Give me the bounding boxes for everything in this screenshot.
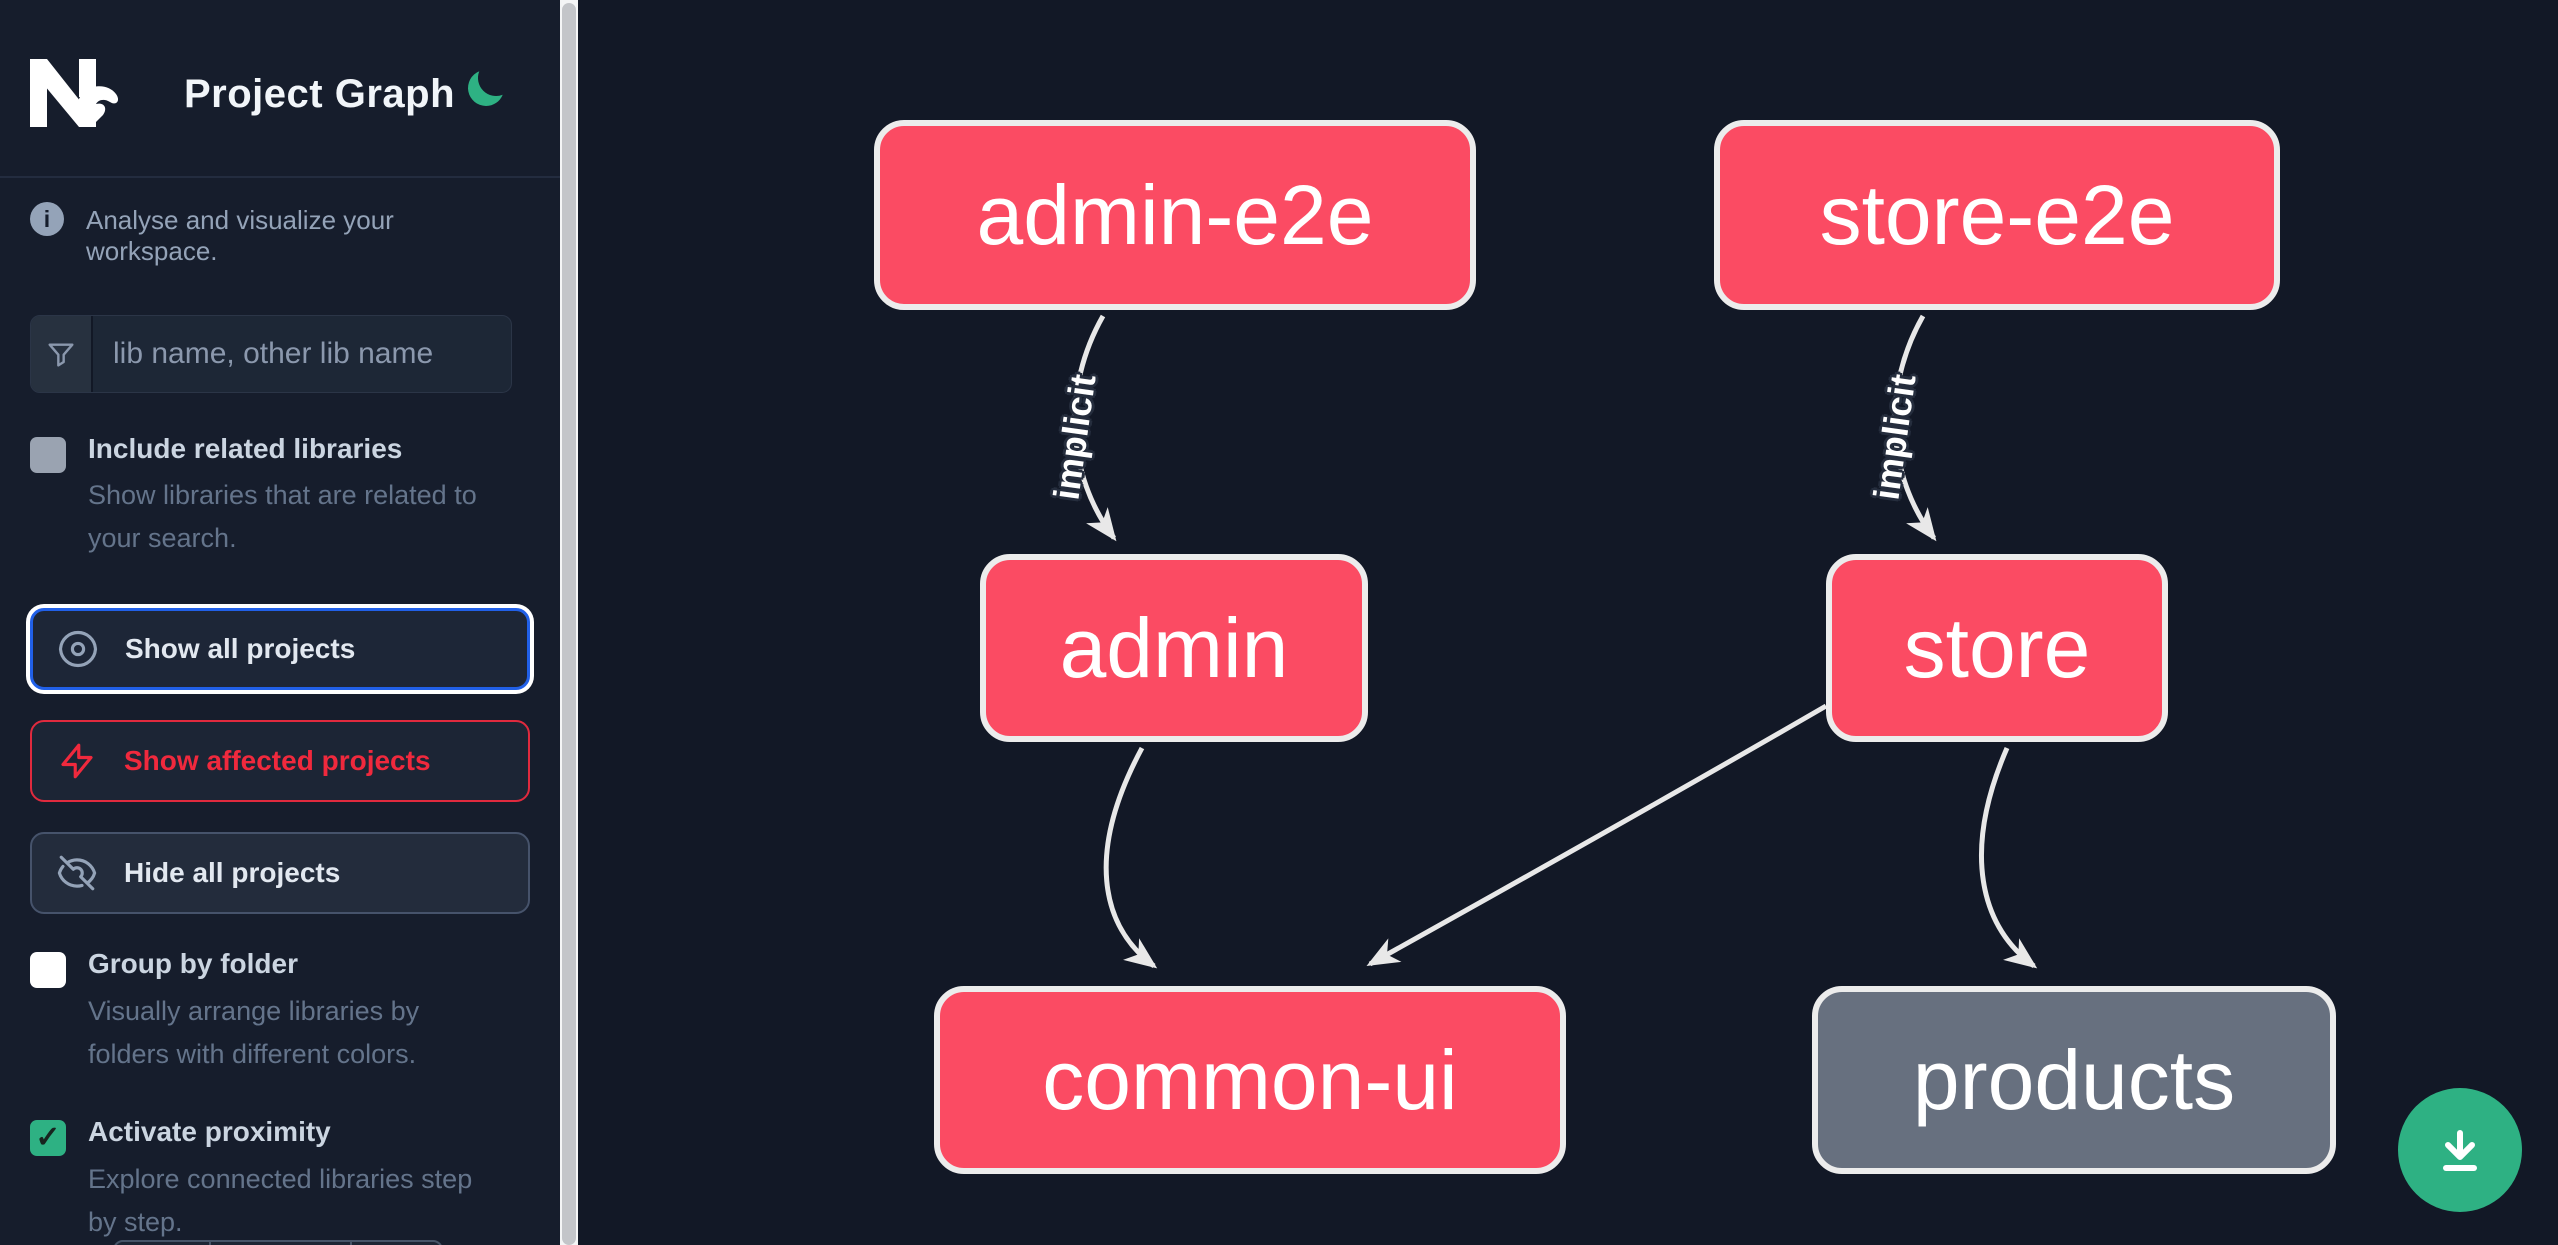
download-icon <box>2443 1130 2477 1171</box>
group-by-folder-label[interactable]: Group by folder <box>88 948 298 979</box>
include-related-label[interactable]: Include related libraries <box>88 433 403 464</box>
activate-proximity-label[interactable]: Activate proximity <box>88 1116 331 1147</box>
group-by-folder-desc-line2: folders with different colors. <box>88 1039 417 1069</box>
group-by-folder-checkbox[interactable] <box>30 952 66 988</box>
filter-icon-segment <box>31 316 93 392</box>
group-by-folder-desc-line1: Visually arrange libraries by <box>88 996 420 1026</box>
sidebar-scrollbar-thumb[interactable] <box>562 3 576 1245</box>
stepper-value <box>211 1242 352 1245</box>
activate-proximity-description: Explore connected libraries step by step… <box>88 1158 472 1244</box>
graph-node-admin[interactable]: admin <box>980 554 1368 742</box>
download-graph-button[interactable] <box>2398 1088 2522 1212</box>
sidebar: Project Graph i Analyse and visualize yo… <box>0 0 560 1245</box>
include-related-desc-line1: Show libraries that are related to <box>88 480 477 510</box>
workspace-tagline: Analyse and visualize your workspace. <box>86 205 394 266</box>
dark-mode-moon-icon[interactable] <box>462 64 510 112</box>
activate-proximity-desc-line2: by step. <box>88 1207 183 1237</box>
include-related-checkbox[interactable] <box>30 437 66 473</box>
stepper-decrement[interactable] <box>115 1242 211 1245</box>
show-affected-projects-button[interactable]: Show affected projects <box>30 720 530 802</box>
funnel-icon <box>48 343 74 367</box>
graph-node-store[interactable]: store <box>1826 554 2168 742</box>
activate-proximity-checkbox[interactable]: ✓ <box>30 1120 66 1156</box>
show-affected-projects-label: Show affected projects <box>124 745 431 776</box>
filter-input[interactable] <box>93 316 511 392</box>
activate-proximity-desc-line1: Explore connected libraries step <box>88 1164 473 1194</box>
graph-node-common-ui[interactable]: common-ui <box>934 986 1566 1174</box>
graph-node-store-e2e[interactable]: store-e2e <box>1714 120 2280 310</box>
graph-node-products[interactable]: products <box>1812 986 2336 1174</box>
show-all-projects-label: Show all projects <box>125 633 356 664</box>
sidebar-scrollbar[interactable] <box>560 0 578 1245</box>
include-related-desc-line2: your search. <box>88 523 237 553</box>
sidebar-header: Project Graph <box>0 0 560 176</box>
eye-icon <box>58 631 98 667</box>
group-by-folder-description: Visually arrange libraries by folders wi… <box>88 990 419 1076</box>
info-icon: i <box>30 202 64 236</box>
page-title: Project Graph <box>184 72 456 116</box>
hide-all-projects-label: Hide all projects <box>124 857 341 888</box>
graph-node-admin-e2e[interactable]: admin-e2e <box>874 120 1476 310</box>
show-all-projects-button[interactable]: Show all projects <box>30 608 530 690</box>
include-related-description: Show libraries that are related to your … <box>88 474 477 560</box>
eye-off-icon <box>57 855 97 891</box>
workspace-tagline-row: i Analyse and visualize your workspace. <box>30 200 530 266</box>
proximity-depth-stepper[interactable] <box>113 1240 443 1245</box>
nx-logo <box>30 59 119 127</box>
header-divider <box>0 176 560 178</box>
bolt-icon <box>61 743 93 779</box>
hide-all-projects-button[interactable]: Hide all projects <box>30 832 530 914</box>
filter-searchbox <box>30 315 512 393</box>
